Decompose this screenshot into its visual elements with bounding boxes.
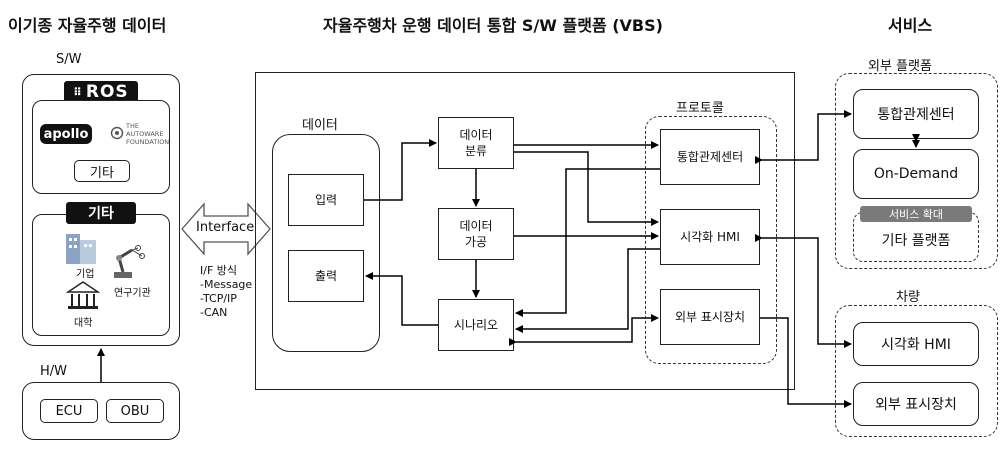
vehicle-group <box>835 305 998 437</box>
center-section-title: 자율주행차 운행 데이터 통합 S/W 플랫폼 (VBS) <box>323 16 663 35</box>
if-method-message: -Message <box>200 278 253 291</box>
service-control-center: 통합관제센터 <box>853 89 979 139</box>
if-method-tcpip: -TCP/IP <box>200 292 237 305</box>
interface-label: Interface <box>196 220 255 235</box>
data-group-label: 데이터 <box>302 118 338 133</box>
apollo-logo: apollo <box>40 124 92 144</box>
protocol-label: 프로토콜 <box>676 101 724 116</box>
hw-label: H/W <box>40 364 68 379</box>
sw-label: S/W <box>56 52 82 67</box>
data-group <box>272 134 380 352</box>
vehicle-external-display: 외부 표시장치 <box>853 382 979 426</box>
vbs-platform-frame <box>255 72 795 390</box>
protocol-control-center: 통합관제센터 <box>660 129 760 185</box>
vehicle-visual-hmi: 시각화 HMI <box>853 322 979 366</box>
other-platform-label: 기타 플랫폼 <box>881 233 951 249</box>
ecu-box: ECU <box>40 399 98 423</box>
obu-box: OBU <box>106 399 164 423</box>
right-section-title: 서비스 <box>888 16 933 35</box>
service-expansion-badge: 서비스 확대 <box>860 206 972 222</box>
research-label: 연구기관 <box>114 288 151 299</box>
etc-group <box>32 214 170 336</box>
process-box: 데이터 가공 <box>438 208 514 260</box>
robot-arm-icon <box>114 245 145 278</box>
external-platform-label: 외부 플랫폼 <box>868 59 932 74</box>
ros-logo-text: ROS <box>85 82 129 102</box>
etc-header: 기타 <box>66 202 136 224</box>
autoware-line-3: FOUNDATION <box>126 138 170 146</box>
left-section-title: 이기종 자율주행 데이터 <box>8 16 167 35</box>
scenario-box: 시나리오 <box>438 299 514 351</box>
protocol-external-display: 외부 표시장치 <box>660 289 760 345</box>
university-label: 대학 <box>74 318 93 329</box>
autoware-logo: THE AUTOWARE FOUNDATION <box>110 120 170 150</box>
etc-framework-box: 기타 <box>74 160 130 182</box>
if-method-can: -CAN <box>200 306 228 319</box>
classify-box: 데이터 분류 <box>438 117 514 169</box>
if-methods-title: I/F 방식 <box>200 264 238 277</box>
autoware-line-1: THE <box>126 122 139 130</box>
service-on-demand: On-Demand <box>853 149 979 199</box>
university-icon <box>66 281 100 309</box>
input-box: 입력 <box>288 174 364 226</box>
if-methods: I/F 방식 -Message -TCP/IP -CAN <box>200 264 252 320</box>
vehicle-label: 차량 <box>896 290 920 305</box>
output-box: 출력 <box>288 250 364 302</box>
external-platform-group <box>835 73 998 269</box>
company-label: 기업 <box>76 269 95 280</box>
autoware-icon <box>110 126 124 140</box>
interface-arrow <box>181 202 271 256</box>
ros-grid-icon: ⠿ <box>73 85 83 99</box>
ros-logo: ⠿ ROS <box>64 81 138 103</box>
building-icon <box>66 234 96 264</box>
autoware-line-2: AUTOWARE <box>126 130 164 138</box>
